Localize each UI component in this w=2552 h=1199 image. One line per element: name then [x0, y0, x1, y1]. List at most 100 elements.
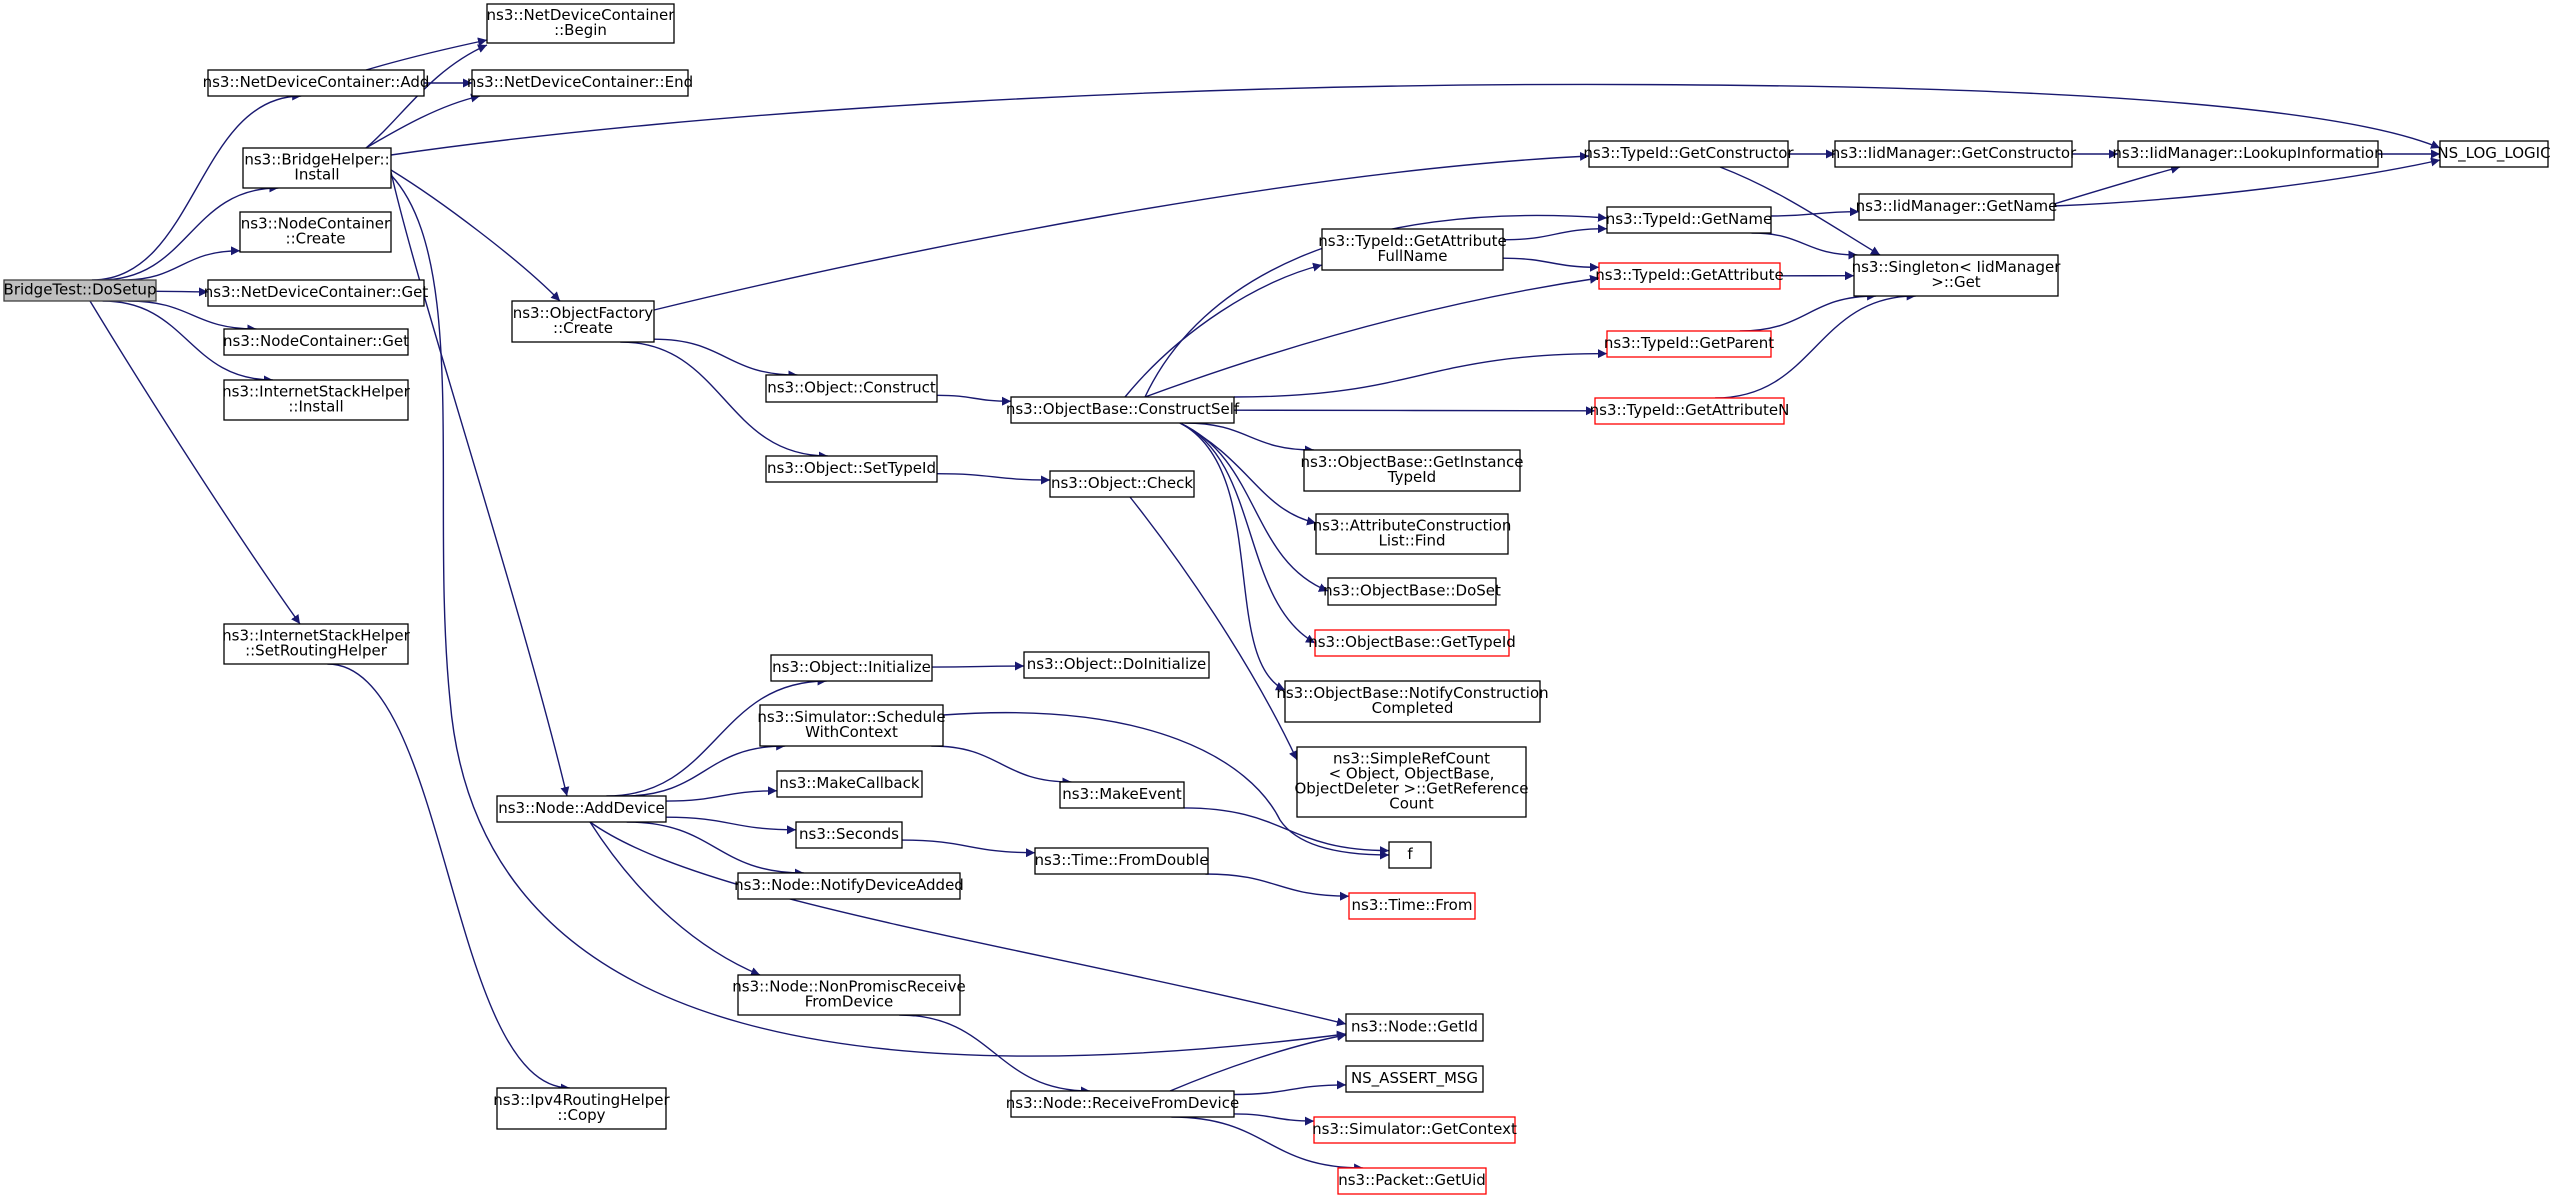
node-box [223, 379, 409, 421]
graph-node-n7[interactable]: ns3::NodeContainer::Get [223, 328, 409, 356]
graph-node-n30[interactable]: ns3::IidManager::LookupInformation [2112, 140, 2384, 168]
nodes-layer: BridgeTest::DoSetup ns3::NetDeviceContain… [3, 3, 2551, 1195]
node-label-line: ns3::AttributeConstruction [1313, 517, 1512, 535]
node-box [765, 374, 938, 403]
edge-n9-to-n12 [327, 663, 570, 1093]
graph-node-n46[interactable]: ns3::Node::GetId [1345, 1013, 1484, 1042]
node-box [242, 147, 392, 189]
node-label-line: < Object, ObjectBase, [1329, 765, 1495, 783]
edge-n0-to-n7 [128, 300, 257, 334]
node-box [496, 1087, 667, 1130]
graph-node-n2[interactable]: ns3::NetDeviceContainer::Begin [486, 3, 676, 44]
node-label-line: ns3::Object::Construct [767, 379, 936, 397]
graph-node-n40[interactable]: ns3::ObjectBase::DoSet [1323, 577, 1501, 606]
graph-node-n12[interactable]: ns3::Ipv4RoutingHelper::Copy [493, 1087, 671, 1130]
graph-node-n21[interactable]: ns3::MakeCallback [776, 770, 923, 798]
graph-node-n15[interactable]: ns3::Object::Construct [765, 374, 938, 403]
graph-node-n33[interactable]: ns3::IidManager::GetName [1856, 193, 2058, 221]
graph-node-n41[interactable]: ns3::ObjectBase::GetTypeId [1308, 629, 1516, 657]
node-label-line: ns3::IidManager::LookupInformation [2112, 144, 2383, 162]
node-label-line: FullName [1378, 247, 1448, 265]
node-label-line: ns3::NetDeviceContainer::Add [203, 73, 430, 91]
edge-n31-to-n32 [1502, 224, 1608, 241]
graph-node-n13[interactable]: NS_LOG_LOGIC [2437, 140, 2551, 168]
node-label-line: >::Get [1931, 273, 1981, 291]
node-box [1588, 140, 1789, 168]
graph-node-n17[interactable]: ns3::ObjectBase::ConstructSelf [1006, 396, 1240, 424]
edge-n11-to-n22 [665, 816, 797, 835]
edge-n11-to-n24 [589, 821, 761, 976]
edge-n0-to-n8 [102, 300, 273, 385]
graph-node-n4[interactable]: ns3::BridgeHelper::Install [242, 147, 392, 189]
graph-node-n44[interactable]: f [1388, 841, 1432, 869]
node-label-line: ns3::MakeEvent [1062, 785, 1182, 803]
graph-node-n34[interactable]: ns3::TypeId::GetAttribute [1595, 262, 1784, 290]
graph-node-n3[interactable]: ns3::NetDeviceContainer::End [467, 69, 693, 97]
graph-node-n16[interactable]: ns3::Object::SetTypeId [765, 455, 938, 483]
edge-n10-to-n16 [620, 341, 828, 461]
node-label-line: ns3::Ipv4RoutingHelper [493, 1091, 670, 1109]
graph-node-n29[interactable]: ns3::IidManager::GetConstructor [1831, 140, 2077, 168]
node-label-line: ns3::ObjectBase::DoSet [1323, 582, 1501, 600]
node-label-line: Completed [1372, 699, 1454, 717]
node-label-line: ns3::Object::SetTypeId [767, 459, 936, 477]
node-box [207, 69, 425, 97]
edge-n0-to-n4 [100, 183, 279, 281]
graph-node-n48[interactable]: ns3::Simulator::GetContext [1312, 1116, 1517, 1144]
graph-node-n35[interactable]: ns3::Singleton< IidManager >::Get [1852, 254, 2062, 297]
graph-node-n25[interactable]: ns3::Object::DoInitialize [1023, 651, 1210, 679]
graph-node-n27[interactable]: ns3::Time::FromDouble [1034, 847, 1209, 875]
graph-node-n28[interactable]: ns3::Node::ReceiveFromDevice [1006, 1090, 1239, 1118]
graph-node-n32[interactable]: ns3::TypeId::GetName [1606, 206, 1772, 234]
node-label-line: ::Copy [557, 1106, 605, 1124]
node-box [496, 795, 667, 823]
node-label-line: ns3::TypeId::GetAttribute [1318, 232, 1506, 250]
node-label-line: ns3::InternetStackHelper [222, 383, 410, 401]
edge-n26-to-n44 [1183, 807, 1390, 856]
graph-node-n43[interactable]: ns3::SimpleRefCount< Object, ObjectBase,… [1294, 746, 1529, 818]
graph-node-n49[interactable]: ns3::Packet::GetUid [1337, 1167, 1487, 1195]
node-box [1348, 892, 1476, 920]
graph-node-n6[interactable]: ns3::NetDeviceContainer::Get [204, 279, 429, 307]
graph-node-n9[interactable]: ns3::InternetStackHelper::SetRoutingHelp… [222, 623, 411, 665]
edge-n20-to-n26 [931, 745, 1072, 787]
node-label-line: ns3::NodeContainer [241, 215, 391, 233]
graph-node-n42[interactable]: ns3::ObjectBase::NotifyConstructionCompl… [1276, 680, 1549, 723]
graph-node-n0[interactable]: BridgeTest::DoSetup [3, 279, 157, 302]
graph-node-n45[interactable]: ns3::Time::From [1348, 892, 1476, 920]
graph-node-n26[interactable]: ns3::MakeEvent [1059, 781, 1185, 809]
node-box [770, 654, 933, 682]
graph-node-n47[interactable]: NS_ASSERT_MSG [1345, 1065, 1484, 1093]
edge-n28-to-n47 [1233, 1080, 1347, 1096]
graph-node-n18[interactable]: ns3::Object::Check [1049, 470, 1195, 498]
edge-n17-to-n42 [1179, 422, 1286, 691]
graph-node-n36[interactable]: ns3::TypeId::GetParent [1604, 330, 1774, 358]
node-box [1314, 629, 1510, 657]
edge-n17-to-n38 [1184, 422, 1314, 455]
graph-node-n8[interactable]: ns3::InternetStackHelper::Install [222, 379, 411, 421]
graph-node-n11[interactable]: ns3::Node::AddDevice [496, 795, 667, 823]
node-box [486, 3, 675, 44]
graph-node-n1[interactable]: ns3::NetDeviceContainer::Add [203, 69, 430, 97]
edge-n24-to-n28 [899, 1014, 1090, 1096]
node-label-line: ns3::Node::ReceiveFromDevice [1006, 1094, 1239, 1112]
node-label-line: BridgeTest::DoSetup [4, 281, 157, 299]
node-label-line: ObjectDeleter >::GetReference [1294, 780, 1528, 798]
graph-node-n37[interactable]: ns3::TypeId::GetAttributeN [1590, 397, 1790, 425]
graph-node-n14[interactable]: ns3::TypeId::GetConstructor [1583, 140, 1794, 168]
graph-node-n22[interactable]: ns3::Seconds [795, 821, 903, 849]
node-label-line: ns3::ObjectBase::ConstructSelf [1006, 400, 1240, 418]
graph-node-n10[interactable]: ns3::ObjectFactory::Create [511, 300, 655, 343]
edge-n17-to-n37 [1233, 406, 1596, 416]
graph-node-n23[interactable]: ns3::Node::NotifyDeviceAdded [734, 872, 964, 900]
graph-node-n5[interactable]: ns3::NodeContainer::Create [239, 211, 392, 253]
node-label-line: ns3::BridgeHelper:: [244, 151, 389, 169]
graph-node-n19[interactable]: ns3::Object::Initialize [770, 654, 933, 682]
node-label-line: ::Install [288, 398, 343, 416]
edge-n33-to-n30 [2053, 164, 2181, 205]
